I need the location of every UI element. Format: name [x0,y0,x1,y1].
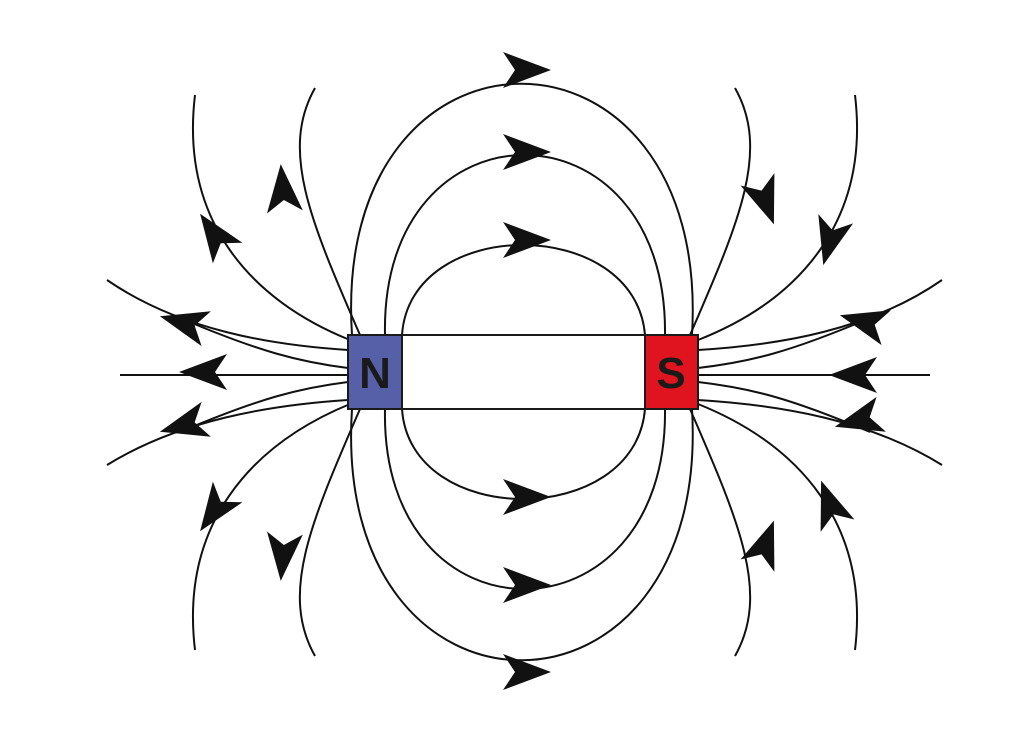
arrowhead-icon [503,134,551,170]
field-line [298,87,361,336]
south-pole [644,334,699,410]
magnet-body [347,334,699,410]
field-line [106,399,349,466]
arrowhead-icon [503,222,551,258]
field-lines [106,82,943,662]
arrowhead-icon [740,173,775,225]
arrowhead-icon [829,357,877,393]
bar-magnet: N S [347,334,699,410]
field-line [350,82,694,336]
north-pole-label: N [359,349,391,398]
arrowhead-icon [503,479,551,515]
field-line [697,317,871,369]
field-line [298,408,361,657]
field-line [697,403,858,651]
south-pole-label: S [656,349,685,398]
arrowhead-icon [266,531,303,581]
arrowhead-icon [503,567,551,603]
arrowhead-icon [740,520,775,572]
arrowhead-icon [266,164,303,214]
arrowhead-icon [179,354,227,390]
field-line [401,244,646,336]
field-line [350,408,694,662]
field-line [179,317,349,369]
arrowhead-icon [503,52,551,88]
field-line [697,399,943,466]
arrowhead-icon [503,654,551,690]
field-line [192,403,351,651]
arrowhead-icon [200,213,243,264]
arrowhead-icon [820,480,855,532]
field-line [106,279,349,351]
field-line [192,94,351,341]
field-line [179,381,349,433]
field-line [697,94,858,341]
arrowheads [159,52,891,690]
field-line [689,87,752,336]
arrowhead-icon [200,481,243,532]
field-line [401,408,646,500]
arrowhead-icon [159,401,211,437]
arrowhead-icon [839,310,891,346]
arrowhead-icon [818,214,854,266]
field-line [689,408,752,657]
arrowhead-icon [159,311,211,347]
arrowhead-icon [834,396,886,432]
north-pole [347,334,403,410]
field-line [697,279,943,351]
